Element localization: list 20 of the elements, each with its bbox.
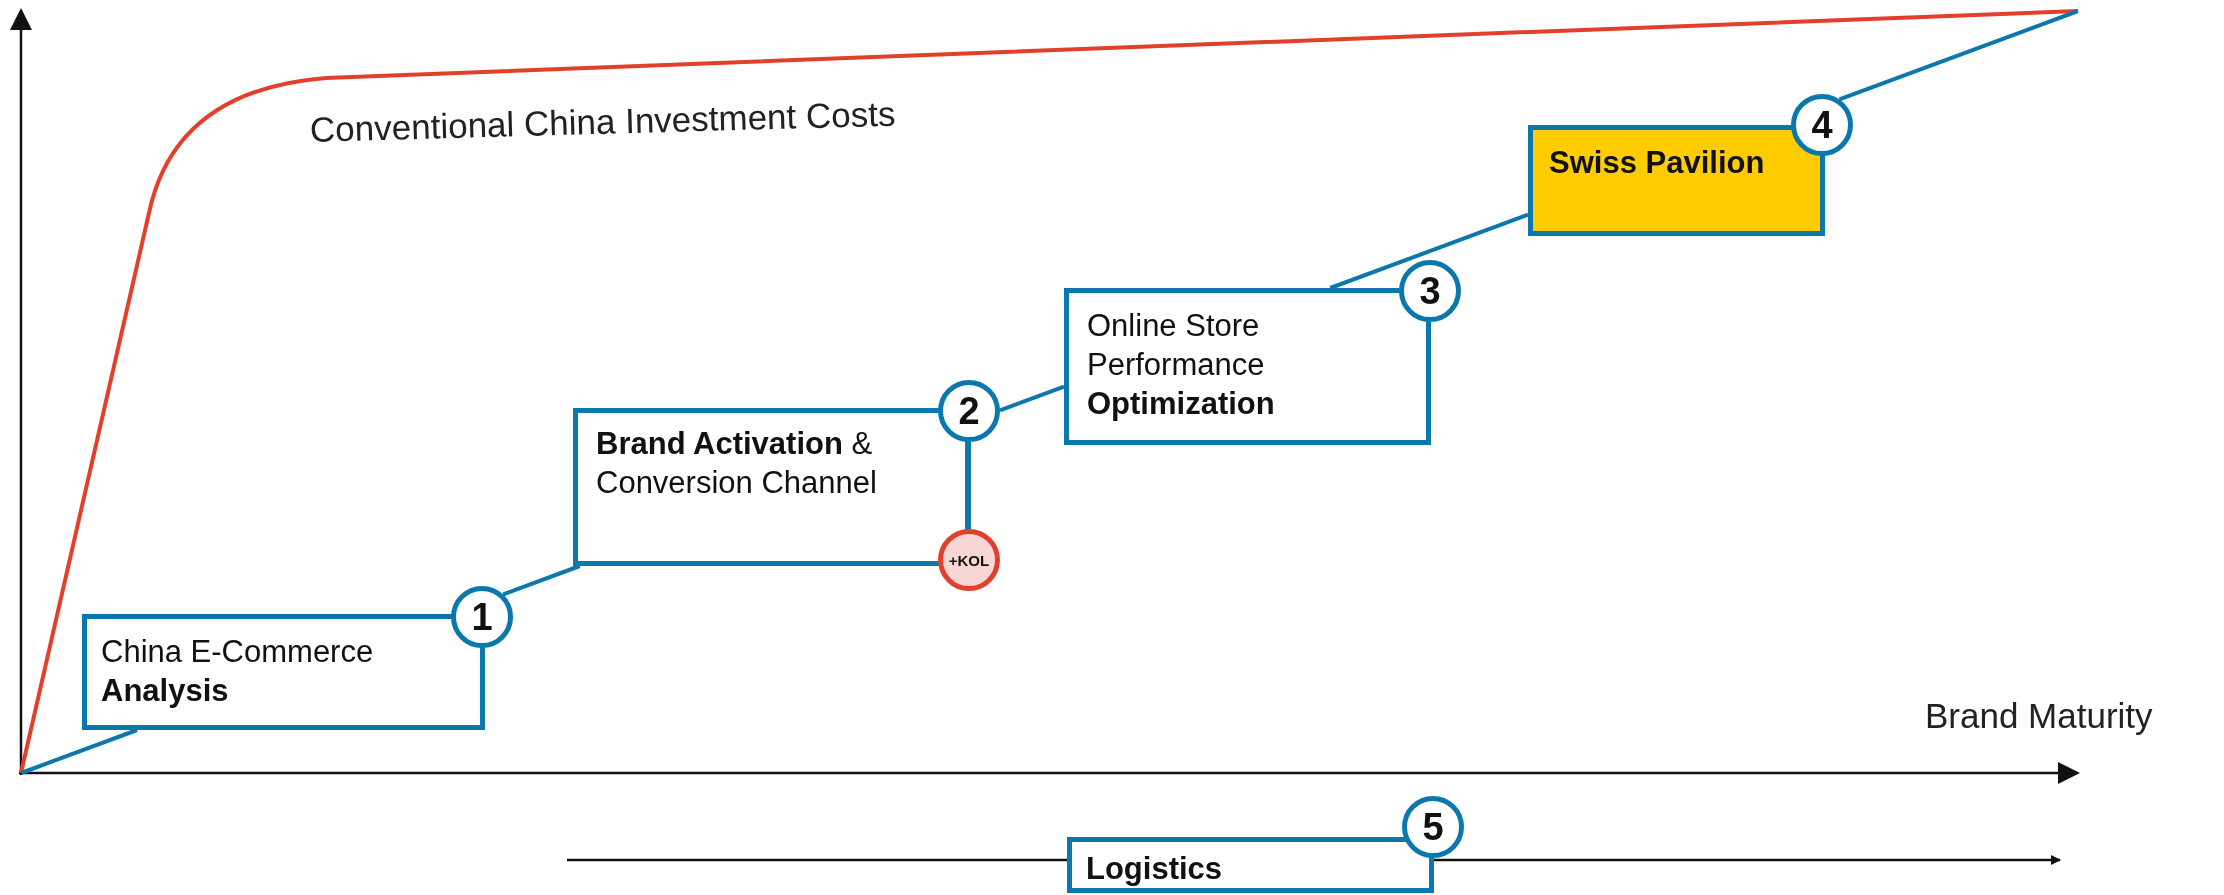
axis-label: Brand Maturity — [1925, 696, 2153, 736]
number-circle: 4 — [1791, 94, 1853, 156]
tag-circle: +KOL — [938, 529, 1000, 591]
connector-line — [1329, 212, 1529, 290]
step-text: Brand Activation & Conversion Channel — [596, 425, 878, 502]
number-circle: 2 — [938, 380, 1000, 442]
connector-line — [967, 442, 971, 529]
connector-line — [20, 728, 138, 775]
step-text: Swiss Pavilion — [1549, 144, 1766, 182]
number-circle: 3 — [1399, 260, 1461, 322]
curve-label: Conventional China Investment Costs — [309, 93, 896, 150]
step-text: Online Store Performance Optimization — [1087, 307, 1276, 423]
connector-line — [502, 564, 581, 597]
timeline-arrow — [1434, 855, 2061, 865]
number-circle: 1 — [451, 586, 513, 648]
connector-line — [999, 384, 1065, 413]
step-text: China E-Commerce Analysis — [101, 633, 375, 710]
connector-line — [1838, 9, 2079, 102]
step-text: Logistics — [1086, 850, 1224, 888]
number-circle: 5 — [1402, 796, 1464, 858]
